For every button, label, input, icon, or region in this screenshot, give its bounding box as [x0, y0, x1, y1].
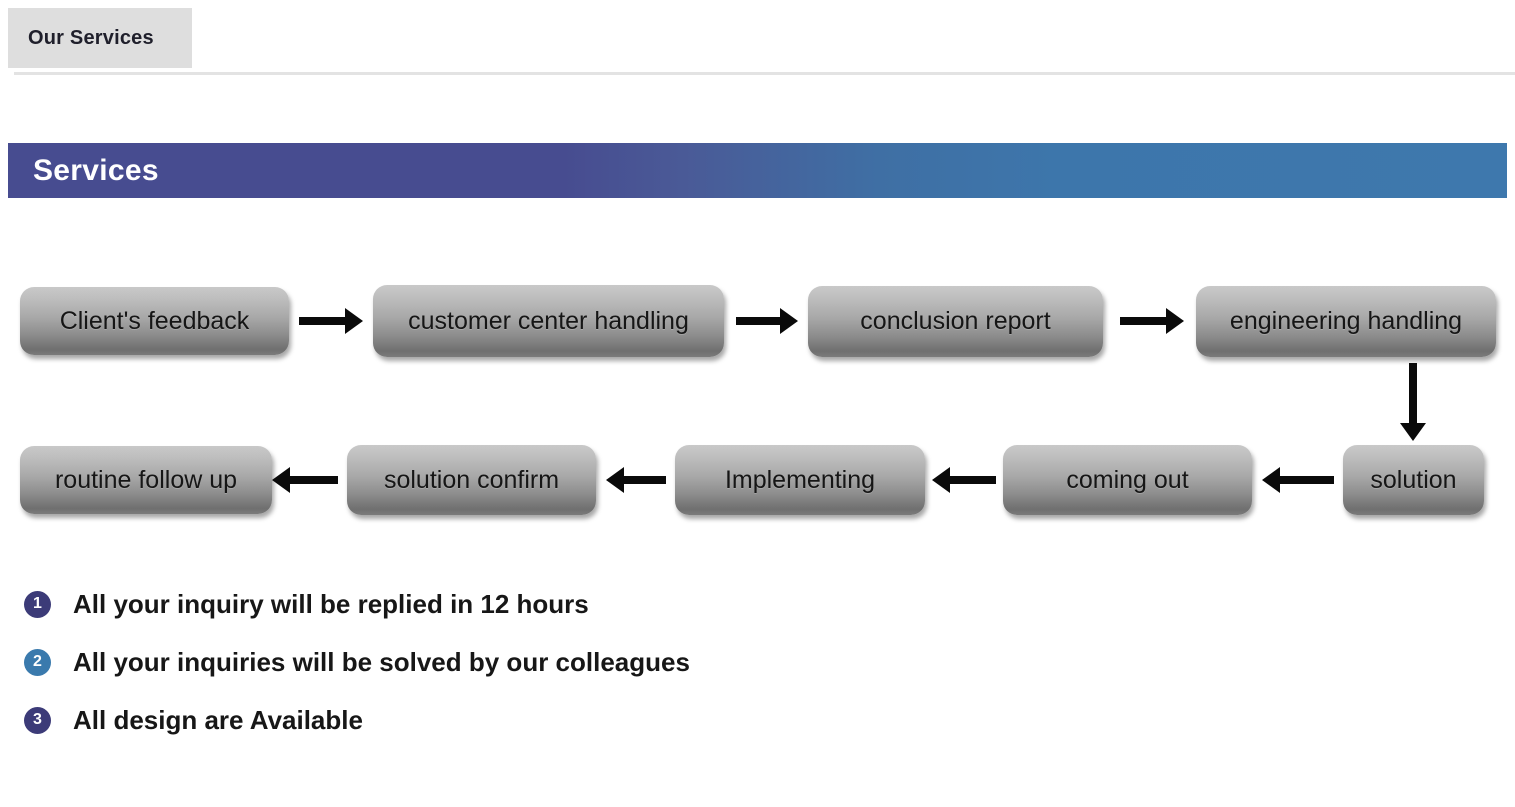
- services-banner: Services: [8, 143, 1507, 198]
- guarantee-list: 1 All your inquiry will be replied in 12 …: [24, 575, 1224, 749]
- flow-node-label: routine follow up: [54, 465, 238, 494]
- flow-node[interactable]: engineering handling: [1196, 286, 1496, 357]
- flow-arrow-right: [299, 308, 363, 334]
- arrow-head-icon: [780, 308, 798, 334]
- flow-node[interactable]: Implementing: [675, 445, 925, 515]
- flow-arrow-left: [272, 467, 338, 493]
- guarantee-text: All your inquiry will be replied in 12 h…: [73, 588, 589, 619]
- flow-node-label: solution confirm: [383, 465, 560, 494]
- arrow-shaft: [289, 476, 338, 484]
- flow-node-label: conclusion report: [860, 307, 1051, 335]
- flow-node-label: engineering handling: [1229, 307, 1463, 335]
- guarantee-text: All your inquiries will be solved by our…: [73, 646, 690, 677]
- flow-arrow-left: [1262, 467, 1334, 493]
- guarantee-number-badge: 1: [24, 590, 51, 618]
- flow-arrow-down: [1398, 363, 1428, 441]
- flow-node-label: Implementing: [724, 465, 876, 494]
- flow-node[interactable]: Client's feedback: [20, 287, 289, 355]
- flow-arrow-left: [932, 467, 996, 493]
- arrow-shaft: [1409, 363, 1417, 424]
- arrow-shaft: [299, 317, 346, 325]
- guarantee-number-badge: 3: [24, 706, 51, 734]
- tab-strip-divider: [14, 72, 1515, 75]
- guarantee-item: 2 All your inquiries will be solved by ou…: [24, 633, 1224, 691]
- arrow-head-icon: [1400, 423, 1426, 441]
- arrow-head-icon: [272, 467, 290, 493]
- flow-node[interactable]: customer center handling: [373, 285, 724, 357]
- flow-arrow-right: [1120, 308, 1184, 334]
- flow-node[interactable]: routine follow up: [20, 446, 272, 514]
- flow-node-label: Client's feedback: [59, 306, 250, 335]
- flow-node-label: coming out: [1066, 465, 1189, 494]
- arrow-shaft: [1279, 476, 1334, 484]
- tab-our-services-label: Our Services: [28, 26, 154, 49]
- flow-node-label: customer center handling: [408, 306, 689, 335]
- arrow-head-icon: [932, 467, 950, 493]
- services-banner-title: Services: [33, 153, 159, 187]
- arrow-shaft: [736, 317, 781, 325]
- arrow-head-icon: [1166, 308, 1184, 334]
- arrow-shaft: [949, 476, 996, 484]
- arrow-head-icon: [1262, 467, 1280, 493]
- flow-arrow-left: [606, 467, 666, 493]
- flow-node-label: solution: [1370, 465, 1457, 494]
- tab-strip: Our Services: [0, 0, 1515, 76]
- flow-node[interactable]: solution: [1343, 445, 1484, 515]
- arrow-shaft: [1120, 317, 1167, 325]
- flow-node[interactable]: solution confirm: [347, 445, 596, 515]
- tab-our-services[interactable]: Our Services: [8, 8, 192, 68]
- arrow-head-icon: [606, 467, 624, 493]
- arrow-head-icon: [345, 308, 363, 334]
- guarantee-number-badge: 2: [24, 648, 51, 676]
- guarantee-item: 1 All your inquiry will be replied in 12 …: [24, 575, 1224, 633]
- flow-arrow-right: [736, 308, 798, 334]
- flow-node[interactable]: coming out: [1003, 445, 1252, 515]
- guarantee-text: All design are Available: [73, 704, 363, 735]
- flow-node[interactable]: conclusion report: [808, 286, 1103, 357]
- guarantee-item: 3 All design are Available: [24, 691, 1224, 749]
- arrow-shaft: [623, 476, 666, 484]
